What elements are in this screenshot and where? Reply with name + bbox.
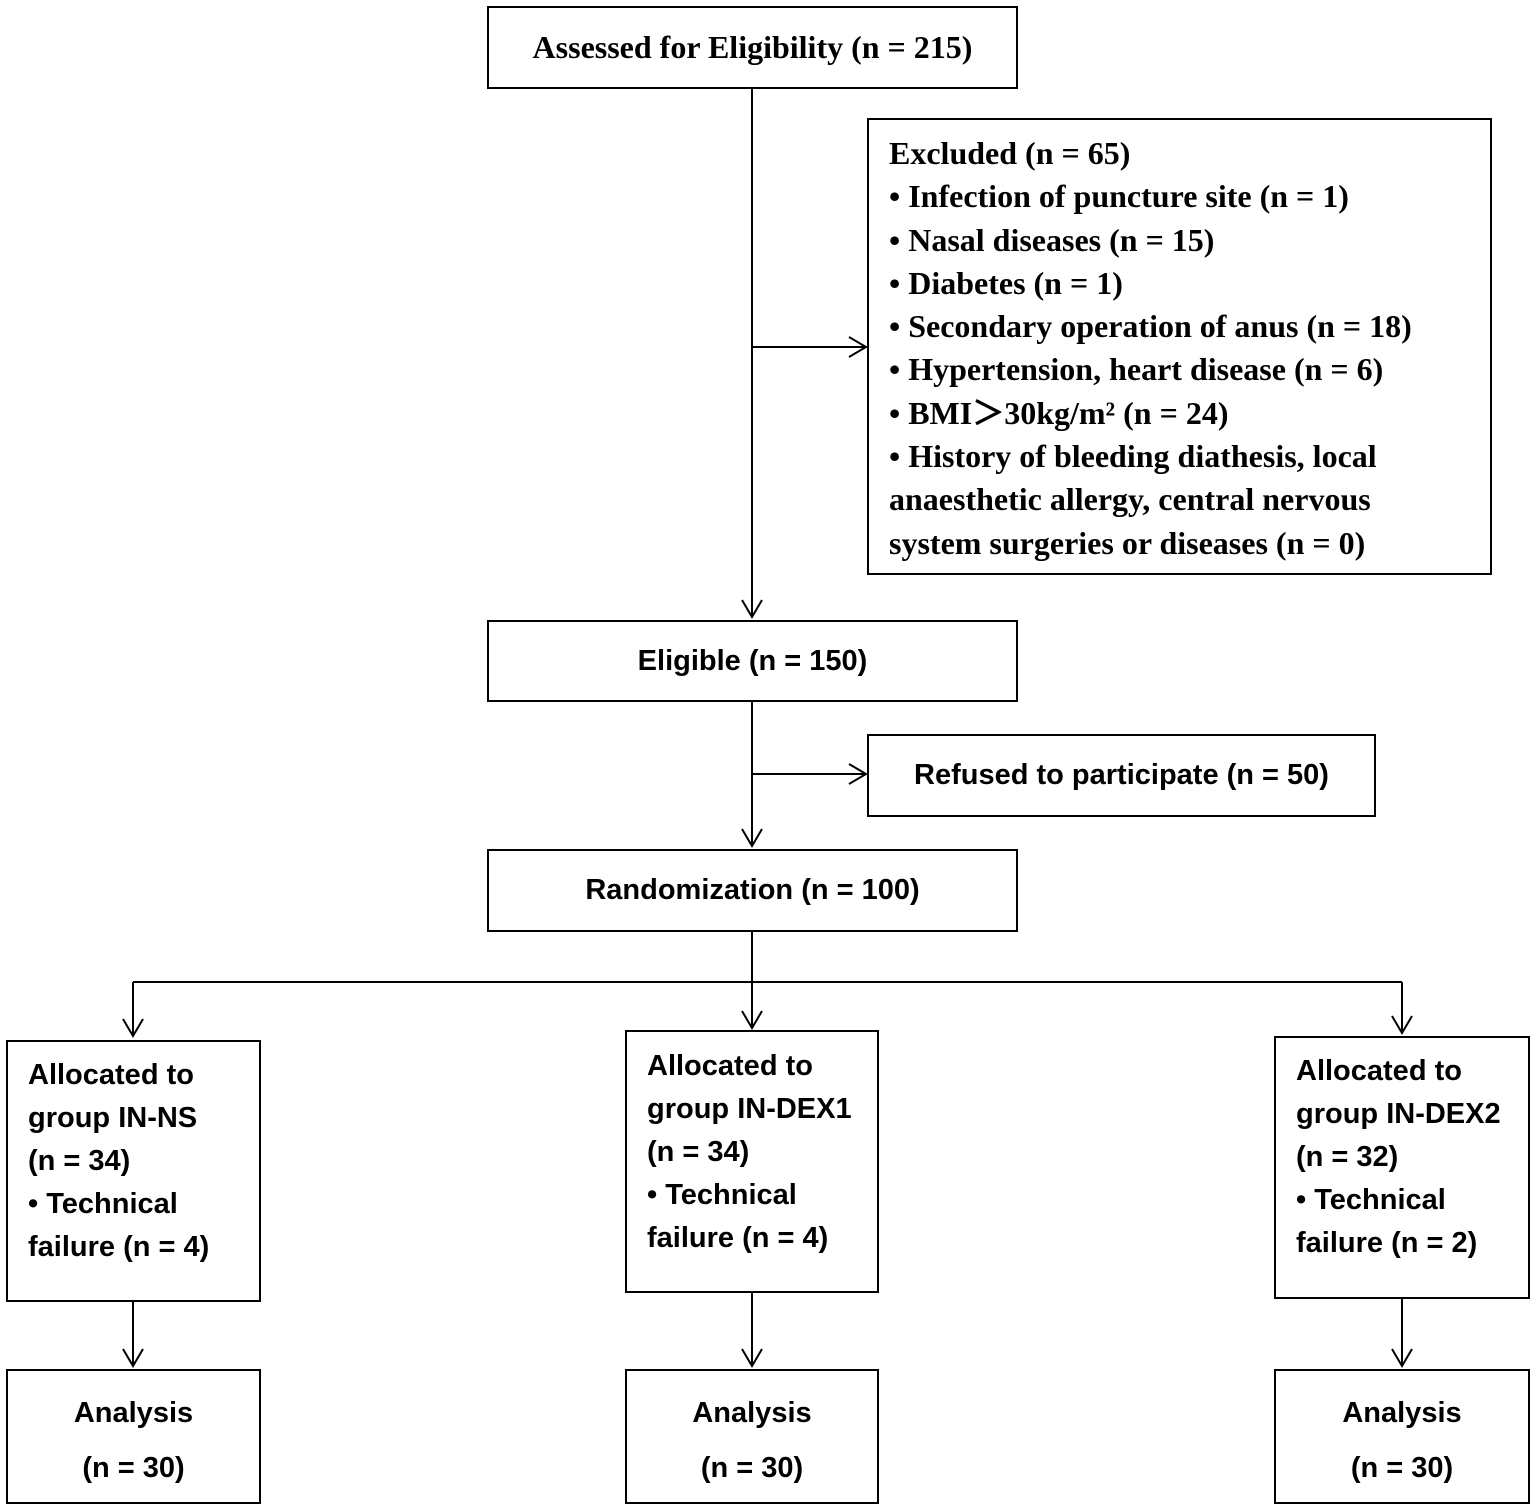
excluded-item: Diabetes (n = 1)	[889, 262, 1490, 305]
excluded-item: Nasal diseases (n = 15)	[889, 219, 1490, 262]
arrowhead-group-3	[1391, 1015, 1413, 1035]
arrowhead-analysis-1	[122, 1348, 144, 1368]
group-label: Allocated to	[647, 1050, 813, 1082]
group-box-in-dex1: Allocated to group IN-DEX1 (n = 34) Tech…	[625, 1030, 879, 1293]
group-failure-count: failure (n = 4)	[28, 1231, 210, 1263]
randomization-label: Randomization (n = 100)	[585, 874, 920, 906]
excluded-item-continued: system surgeries or diseases (n = 0)	[889, 524, 1366, 561]
group-label: Allocated to	[1296, 1055, 1462, 1087]
eligible-label: Eligible (n = 150)	[637, 644, 868, 677]
excluded-title: Excluded (n = 65)	[889, 135, 1131, 171]
arrowhead-analysis-2	[741, 1348, 763, 1368]
group-count: (n = 32)	[1296, 1141, 1399, 1173]
group-count: (n = 34)	[647, 1136, 750, 1168]
randomization-box: Randomization (n = 100)	[487, 849, 1018, 932]
arrowhead-refused	[848, 763, 868, 785]
analysis-count: (n = 30)	[700, 1452, 804, 1484]
group-failure-label: Technical	[647, 1174, 877, 1217]
group-box-in-dex2: Allocated to group IN-DEX2 (n = 32) Tech…	[1274, 1036, 1530, 1299]
analysis-label: Analysis	[692, 1397, 812, 1429]
excluded-item: History of bleeding diathesis, local	[889, 435, 1490, 478]
refused-box: Refused to participate (n = 50)	[867, 734, 1376, 817]
excluded-item: Secondary operation of anus (n = 18)	[889, 305, 1490, 348]
group-failure-count: failure (n = 2)	[1296, 1227, 1478, 1259]
arrowhead-excluded	[848, 336, 868, 358]
excluded-box: Excluded (n = 65) Infection of puncture …	[867, 118, 1492, 575]
assessed-label: Assessed for Eligibility (n = 215)	[532, 29, 973, 65]
excluded-item-continued: anaesthetic allergy, central nervous	[889, 481, 1371, 518]
arrowhead-randomization	[741, 828, 763, 848]
group-name: group IN-NS	[28, 1102, 198, 1134]
group-label: Allocated to	[28, 1059, 194, 1091]
excluded-item: BMI＞30kg/m² (n = 24)	[889, 392, 1490, 435]
assessed-box: Assessed for Eligibility (n = 215)	[487, 6, 1018, 89]
analysis-label: Analysis	[1342, 1397, 1462, 1429]
analysis-count: (n = 30)	[82, 1452, 185, 1484]
arrowhead-eligible	[741, 599, 763, 619]
analysis-label: Analysis	[73, 1397, 194, 1429]
group-failure-label: Technical	[28, 1183, 259, 1226]
analysis-count: (n = 30)	[1350, 1452, 1454, 1484]
refused-label: Refused to participate (n = 50)	[914, 759, 1329, 791]
group-name: group IN-DEX1	[647, 1093, 852, 1125]
group-failure-label: Technical	[1296, 1179, 1528, 1222]
excluded-item: Hypertension, heart disease (n = 6)	[889, 348, 1490, 391]
analysis-box-in-dex1: Analysis (n = 30)	[625, 1369, 879, 1504]
group-failure-count: failure (n = 4)	[647, 1222, 829, 1254]
excluded-item: Infection of puncture site (n = 1)	[889, 175, 1490, 218]
eligible-box: Eligible (n = 150)	[487, 620, 1018, 702]
analysis-box-in-ns: Analysis (n = 30)	[6, 1369, 261, 1504]
group-name: group IN-DEX2	[1296, 1098, 1501, 1130]
arrowhead-group-1	[122, 1018, 144, 1038]
arrowhead-group-2	[741, 1010, 763, 1030]
arrowhead-analysis-3	[1391, 1348, 1413, 1368]
group-box-in-ns: Allocated to group IN-NS (n = 34) Techni…	[6, 1040, 261, 1302]
group-count: (n = 34)	[28, 1145, 131, 1177]
analysis-box-in-dex2: Analysis (n = 30)	[1274, 1369, 1530, 1504]
